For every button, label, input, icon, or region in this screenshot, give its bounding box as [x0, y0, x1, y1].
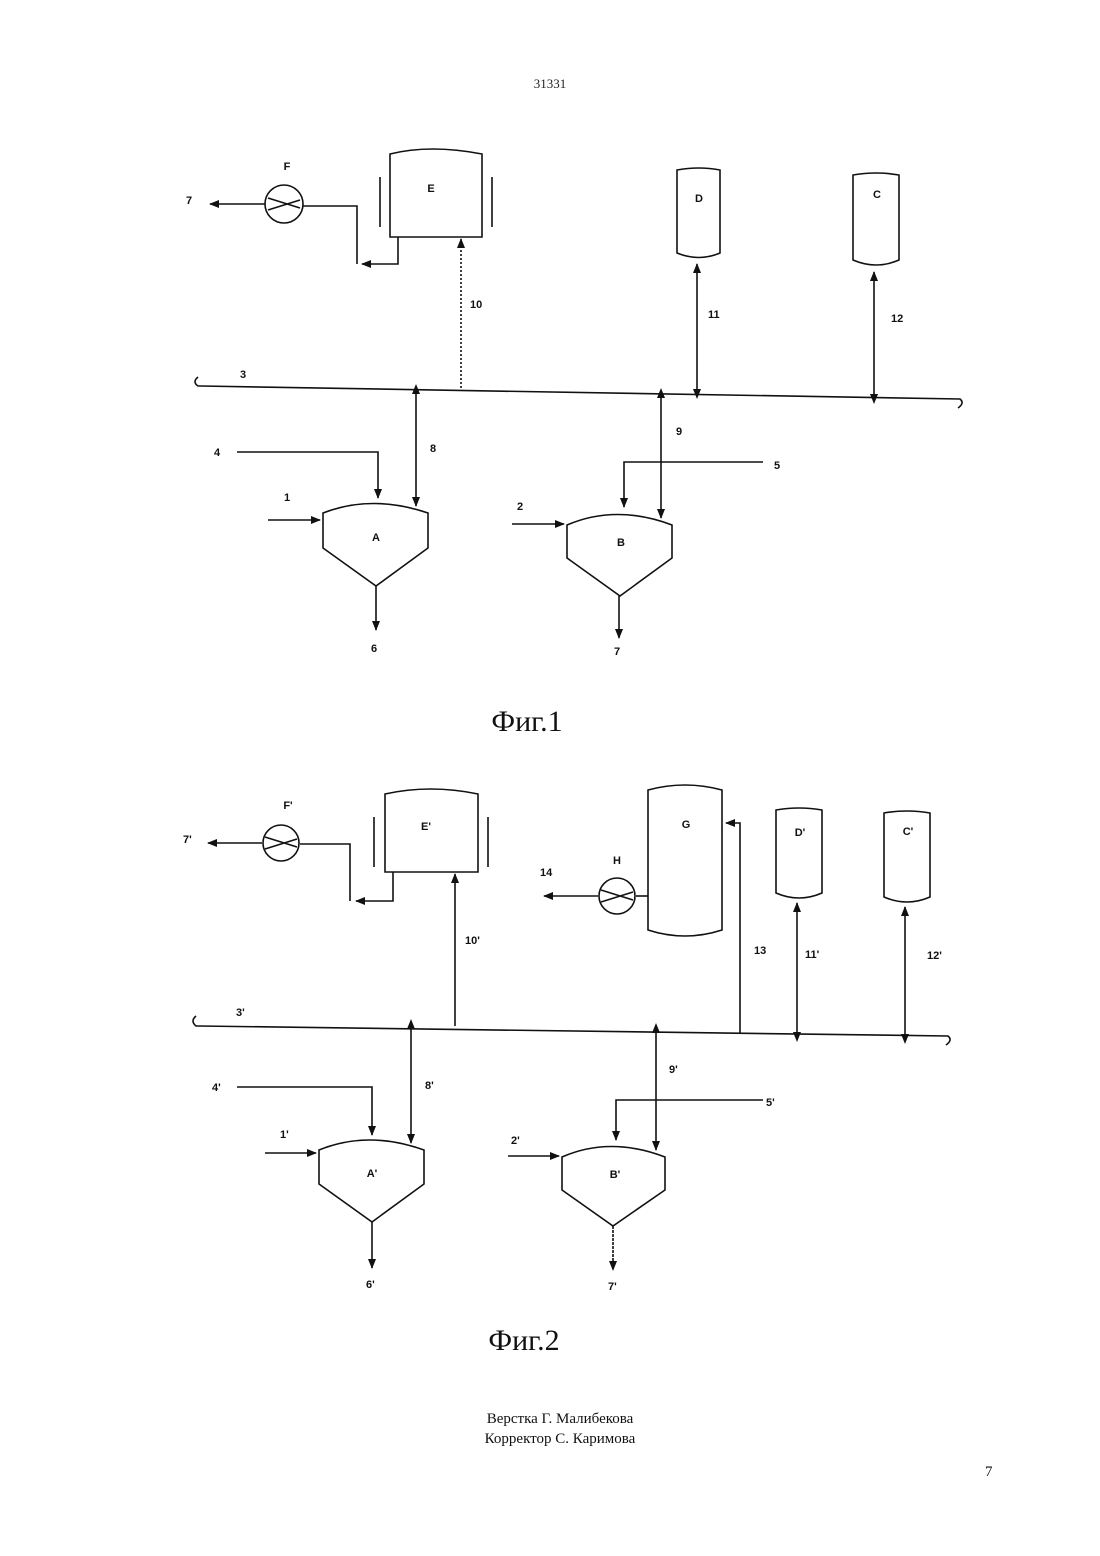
label-C-prime: C' [903, 826, 914, 838]
unit-B [567, 515, 672, 597]
stream-4-prime [237, 1087, 372, 1135]
label-stream-5-prime: 5' [766, 1097, 775, 1109]
label-F-prime: F' [283, 800, 293, 812]
label-stream-6-prime: 6' [366, 1279, 375, 1291]
label-stream-7-top: 7 [186, 195, 192, 207]
label-stream-4: 4 [214, 447, 221, 459]
corrector-credit: Корректор С. Каримова [0, 1429, 1100, 1449]
label-stream-1: 1 [284, 492, 290, 504]
label-H: H [613, 855, 621, 867]
label-stream-13: 13 [754, 945, 766, 957]
label-E: E [427, 183, 434, 195]
header-line-3-prime [193, 1016, 950, 1045]
label-stream-4-prime: 4' [212, 1082, 221, 1094]
label-B-prime: B' [610, 1169, 621, 1181]
label-D: D [695, 193, 703, 205]
figure-2-diagram: F' E' G H D' C' A' B' 7' 14 10' 13 11' 1… [0, 770, 1100, 1390]
pump-F-prime [263, 825, 299, 861]
label-stream-11-prime: 11' [805, 949, 820, 961]
stream-4 [237, 452, 378, 498]
unit-E [390, 149, 482, 237]
document-number: 31331 [0, 76, 1100, 92]
line-13 [726, 823, 740, 1033]
unit-D [677, 168, 720, 258]
unit-D-prime [776, 808, 822, 898]
label-stream-14: 14 [540, 867, 553, 879]
label-C: C [873, 189, 881, 201]
label-stream-12: 12 [891, 313, 903, 325]
label-A: A [372, 532, 380, 544]
label-stream-2: 2 [517, 501, 523, 513]
label-stream-10: 10 [470, 299, 482, 311]
label-stream-7-prime-bottom: 7' [608, 1281, 617, 1293]
figure-1-diagram: F E D C A B 7 10 11 12 3 8 9 4 5 1 2 6 7… [0, 130, 1100, 750]
label-stream-3: 3 [240, 369, 246, 381]
unit-G [648, 785, 722, 936]
pump-H [599, 878, 635, 914]
page-number: 7 [985, 1464, 993, 1481]
label-D-prime: D' [795, 827, 806, 839]
label-stream-11: 11 [708, 309, 720, 321]
label-stream-9-prime: 9' [669, 1064, 678, 1076]
stream-5-prime [616, 1100, 763, 1140]
unit-C [853, 173, 899, 265]
label-stream-12-prime: 12' [927, 950, 942, 962]
label-stream-1-prime: 1' [280, 1129, 289, 1141]
label-G: G [682, 819, 691, 831]
label-E-prime: E' [421, 821, 431, 833]
layout-credit: Верстка Г. Малибекова [0, 1409, 1100, 1429]
figure-2-caption: Фиг.2 [488, 1324, 559, 1357]
unit-E-prime [385, 789, 478, 872]
label-stream-9: 9 [676, 426, 682, 438]
label-stream-5: 5 [774, 460, 780, 472]
label-stream-3-prime: 3' [236, 1007, 245, 1019]
label-F: F [284, 161, 291, 173]
label-stream-8: 8 [430, 443, 436, 455]
pump-F [265, 185, 303, 223]
stream-5 [624, 462, 763, 507]
unit-B-prime [562, 1147, 665, 1227]
label-stream-6: 6 [371, 643, 377, 655]
label-stream-8-prime: 8' [425, 1080, 434, 1092]
label-A-prime: A' [367, 1168, 378, 1180]
unit-C-prime [884, 811, 930, 902]
credits: Верстка Г. Малибекова Корректор С. Карим… [0, 1409, 1100, 1449]
label-stream-10-prime: 10' [465, 935, 480, 947]
header-line-3 [195, 377, 962, 408]
unit-A [323, 504, 428, 587]
unit-A-prime [319, 1140, 424, 1222]
label-B: B [617, 537, 625, 549]
figure-1-caption: Фиг.1 [491, 705, 562, 738]
label-stream-2-prime: 2' [511, 1135, 520, 1147]
label-stream-7-prime-top: 7' [183, 834, 192, 846]
label-stream-7-bottom: 7 [614, 646, 620, 658]
